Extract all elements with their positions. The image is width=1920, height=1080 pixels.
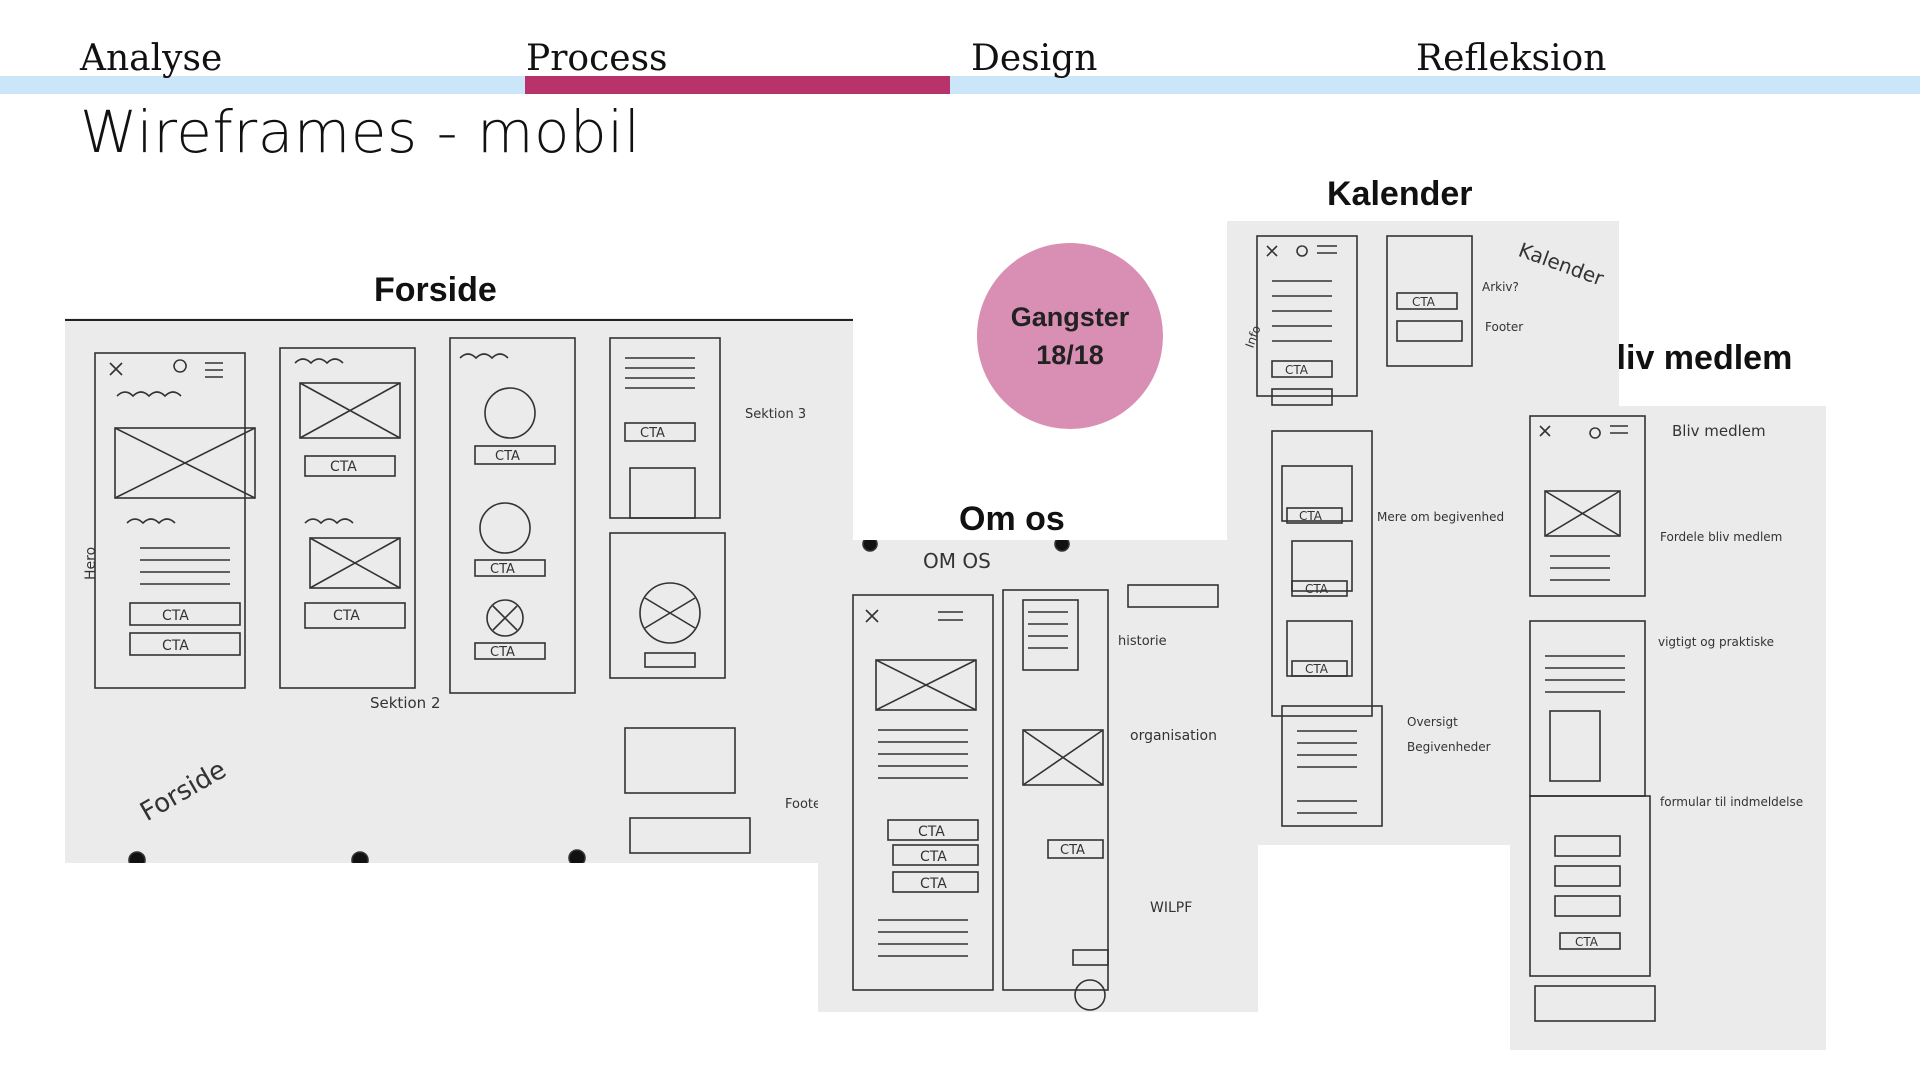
gangster-badge: Gangster 18/18 bbox=[977, 243, 1163, 429]
badge-count: 18/18 bbox=[1036, 340, 1104, 370]
om-os-sketch-photo: OM OS CTA CTA CTA CTA historie organisat… bbox=[818, 540, 1258, 1012]
svg-text:CTA: CTA bbox=[162, 608, 189, 624]
section-label-forside: Forside bbox=[374, 271, 497, 309]
svg-text:Info: Info bbox=[1243, 324, 1264, 350]
svg-text:WILPF: WILPF bbox=[1150, 900, 1192, 916]
svg-text:Footer: Footer bbox=[785, 797, 827, 812]
svg-text:CTA: CTA bbox=[1305, 582, 1329, 596]
svg-text:OM OS: OM OS bbox=[923, 549, 991, 573]
svg-text:Forside: Forside bbox=[135, 755, 231, 828]
svg-text:CTA: CTA bbox=[162, 638, 189, 654]
tab-analyse[interactable]: Analyse bbox=[80, 38, 223, 79]
svg-text:Sektion 3: Sektion 3 bbox=[745, 407, 806, 422]
svg-text:CTA: CTA bbox=[918, 824, 945, 840]
forside-sketch-photo: CTA CTA Hero CTA CTA Sektion 2 CTA CTA C… bbox=[65, 318, 853, 863]
svg-text:CTA: CTA bbox=[1305, 662, 1329, 676]
tab-refleksion[interactable]: Refleksion bbox=[1416, 38, 1607, 79]
svg-text:formular til indmeldelse: formular til indmeldelse bbox=[1660, 795, 1803, 809]
nav-active-indicator bbox=[525, 76, 950, 94]
svg-text:CTA: CTA bbox=[490, 562, 515, 577]
svg-text:Sektion 2: Sektion 2 bbox=[370, 694, 440, 712]
svg-text:Arkiv?: Arkiv? bbox=[1482, 280, 1519, 294]
svg-text:CTA: CTA bbox=[333, 608, 360, 624]
svg-text:CTA: CTA bbox=[1285, 363, 1309, 377]
svg-text:CTA: CTA bbox=[1575, 935, 1599, 949]
svg-text:Bliv medlem: Bliv medlem bbox=[1672, 422, 1766, 440]
section-label-bliv-medlem: Bliv medlem bbox=[1592, 339, 1793, 377]
badge-title: Gangster bbox=[1010, 302, 1130, 332]
svg-text:Hero: Hero bbox=[83, 547, 99, 580]
svg-text:vigtigt og praktiske: vigtigt og praktiske bbox=[1658, 635, 1774, 649]
svg-text:CTA: CTA bbox=[1299, 509, 1323, 523]
tab-process[interactable]: Process bbox=[526, 38, 668, 79]
svg-text:CTA: CTA bbox=[490, 645, 515, 660]
svg-text:CTA: CTA bbox=[1060, 843, 1085, 858]
svg-text:CTA: CTA bbox=[330, 459, 357, 475]
svg-text:Oversigt: Oversigt bbox=[1407, 715, 1458, 729]
svg-text:CTA: CTA bbox=[1412, 295, 1436, 309]
svg-text:Mere om begivenhed: Mere om begivenhed bbox=[1377, 510, 1504, 524]
svg-text:CTA: CTA bbox=[495, 449, 520, 464]
bliv-medlem-sketch-photo: Bliv medlem Fordele bliv medlem vigtigt … bbox=[1510, 406, 1826, 1050]
svg-text:CTA: CTA bbox=[920, 849, 947, 865]
section-label-om-os: Om os bbox=[959, 500, 1065, 538]
svg-text:Footer: Footer bbox=[1485, 320, 1523, 334]
svg-text:CTA: CTA bbox=[640, 426, 665, 441]
svg-text:Begivenheder: Begivenheder bbox=[1407, 740, 1491, 754]
nav-bar bbox=[0, 76, 1920, 94]
svg-text:historie: historie bbox=[1118, 634, 1167, 649]
svg-text:CTA: CTA bbox=[920, 876, 947, 892]
svg-text:Fordele bliv medlem: Fordele bliv medlem bbox=[1660, 530, 1782, 544]
tab-design[interactable]: Design bbox=[971, 38, 1098, 79]
section-label-kalender: Kalender bbox=[1327, 175, 1473, 213]
svg-text:organisation: organisation bbox=[1130, 728, 1217, 744]
svg-text:Kalender: Kalender bbox=[1515, 238, 1607, 291]
page-title: Wireframes - mobil bbox=[80, 98, 641, 166]
